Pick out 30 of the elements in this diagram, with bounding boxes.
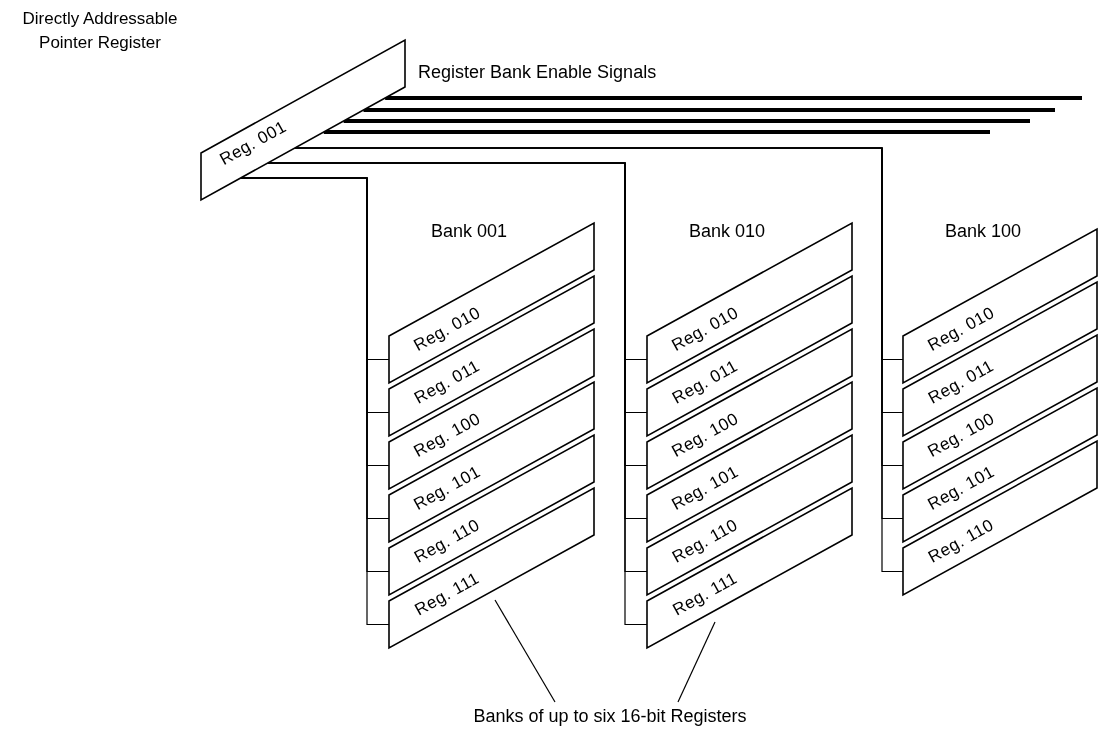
register-label: Reg. 010: [410, 303, 484, 355]
bank-heading: Bank 100: [943, 220, 1023, 243]
leader-line: [677, 621, 716, 703]
signal-label: Register Bank Enable Signals: [418, 62, 657, 83]
bank-heading: Bank 010: [687, 220, 767, 243]
register-label: Reg. 100: [924, 409, 998, 461]
register-label: Reg. 010: [924, 303, 998, 355]
register-label: Reg. 101: [668, 462, 742, 514]
register-label: Reg. 110: [411, 516, 483, 566]
register-label: Reg. 100: [668, 409, 742, 461]
register-label: Reg. 111: [670, 569, 740, 619]
register-label: Reg. 101: [924, 462, 998, 514]
register-label: Reg. 011: [411, 357, 483, 407]
register-label: Reg. 010: [668, 303, 742, 355]
leader-line: [494, 599, 556, 703]
register-label: Reg. 011: [925, 357, 997, 407]
register-heading: Directly Addressable Pointer Register: [21, 8, 179, 54]
bank-heading: Bank 001: [429, 220, 509, 243]
signal-line: [363, 108, 1055, 112]
signal-line: [323, 130, 990, 134]
register-label: Reg. 110: [669, 516, 741, 566]
signal-line: [343, 119, 1030, 123]
register-label: Reg. 001: [216, 117, 290, 169]
register-label: Reg. 011: [669, 357, 741, 407]
register-label: Reg. 110: [925, 516, 997, 566]
register-label: Reg. 101: [410, 462, 484, 514]
signal-line: [385, 96, 1082, 100]
caption: Banks of up to six 16-bit Registers: [370, 702, 850, 730]
register-label: Reg. 111: [412, 569, 482, 619]
register-label: Reg. 100: [410, 409, 484, 461]
